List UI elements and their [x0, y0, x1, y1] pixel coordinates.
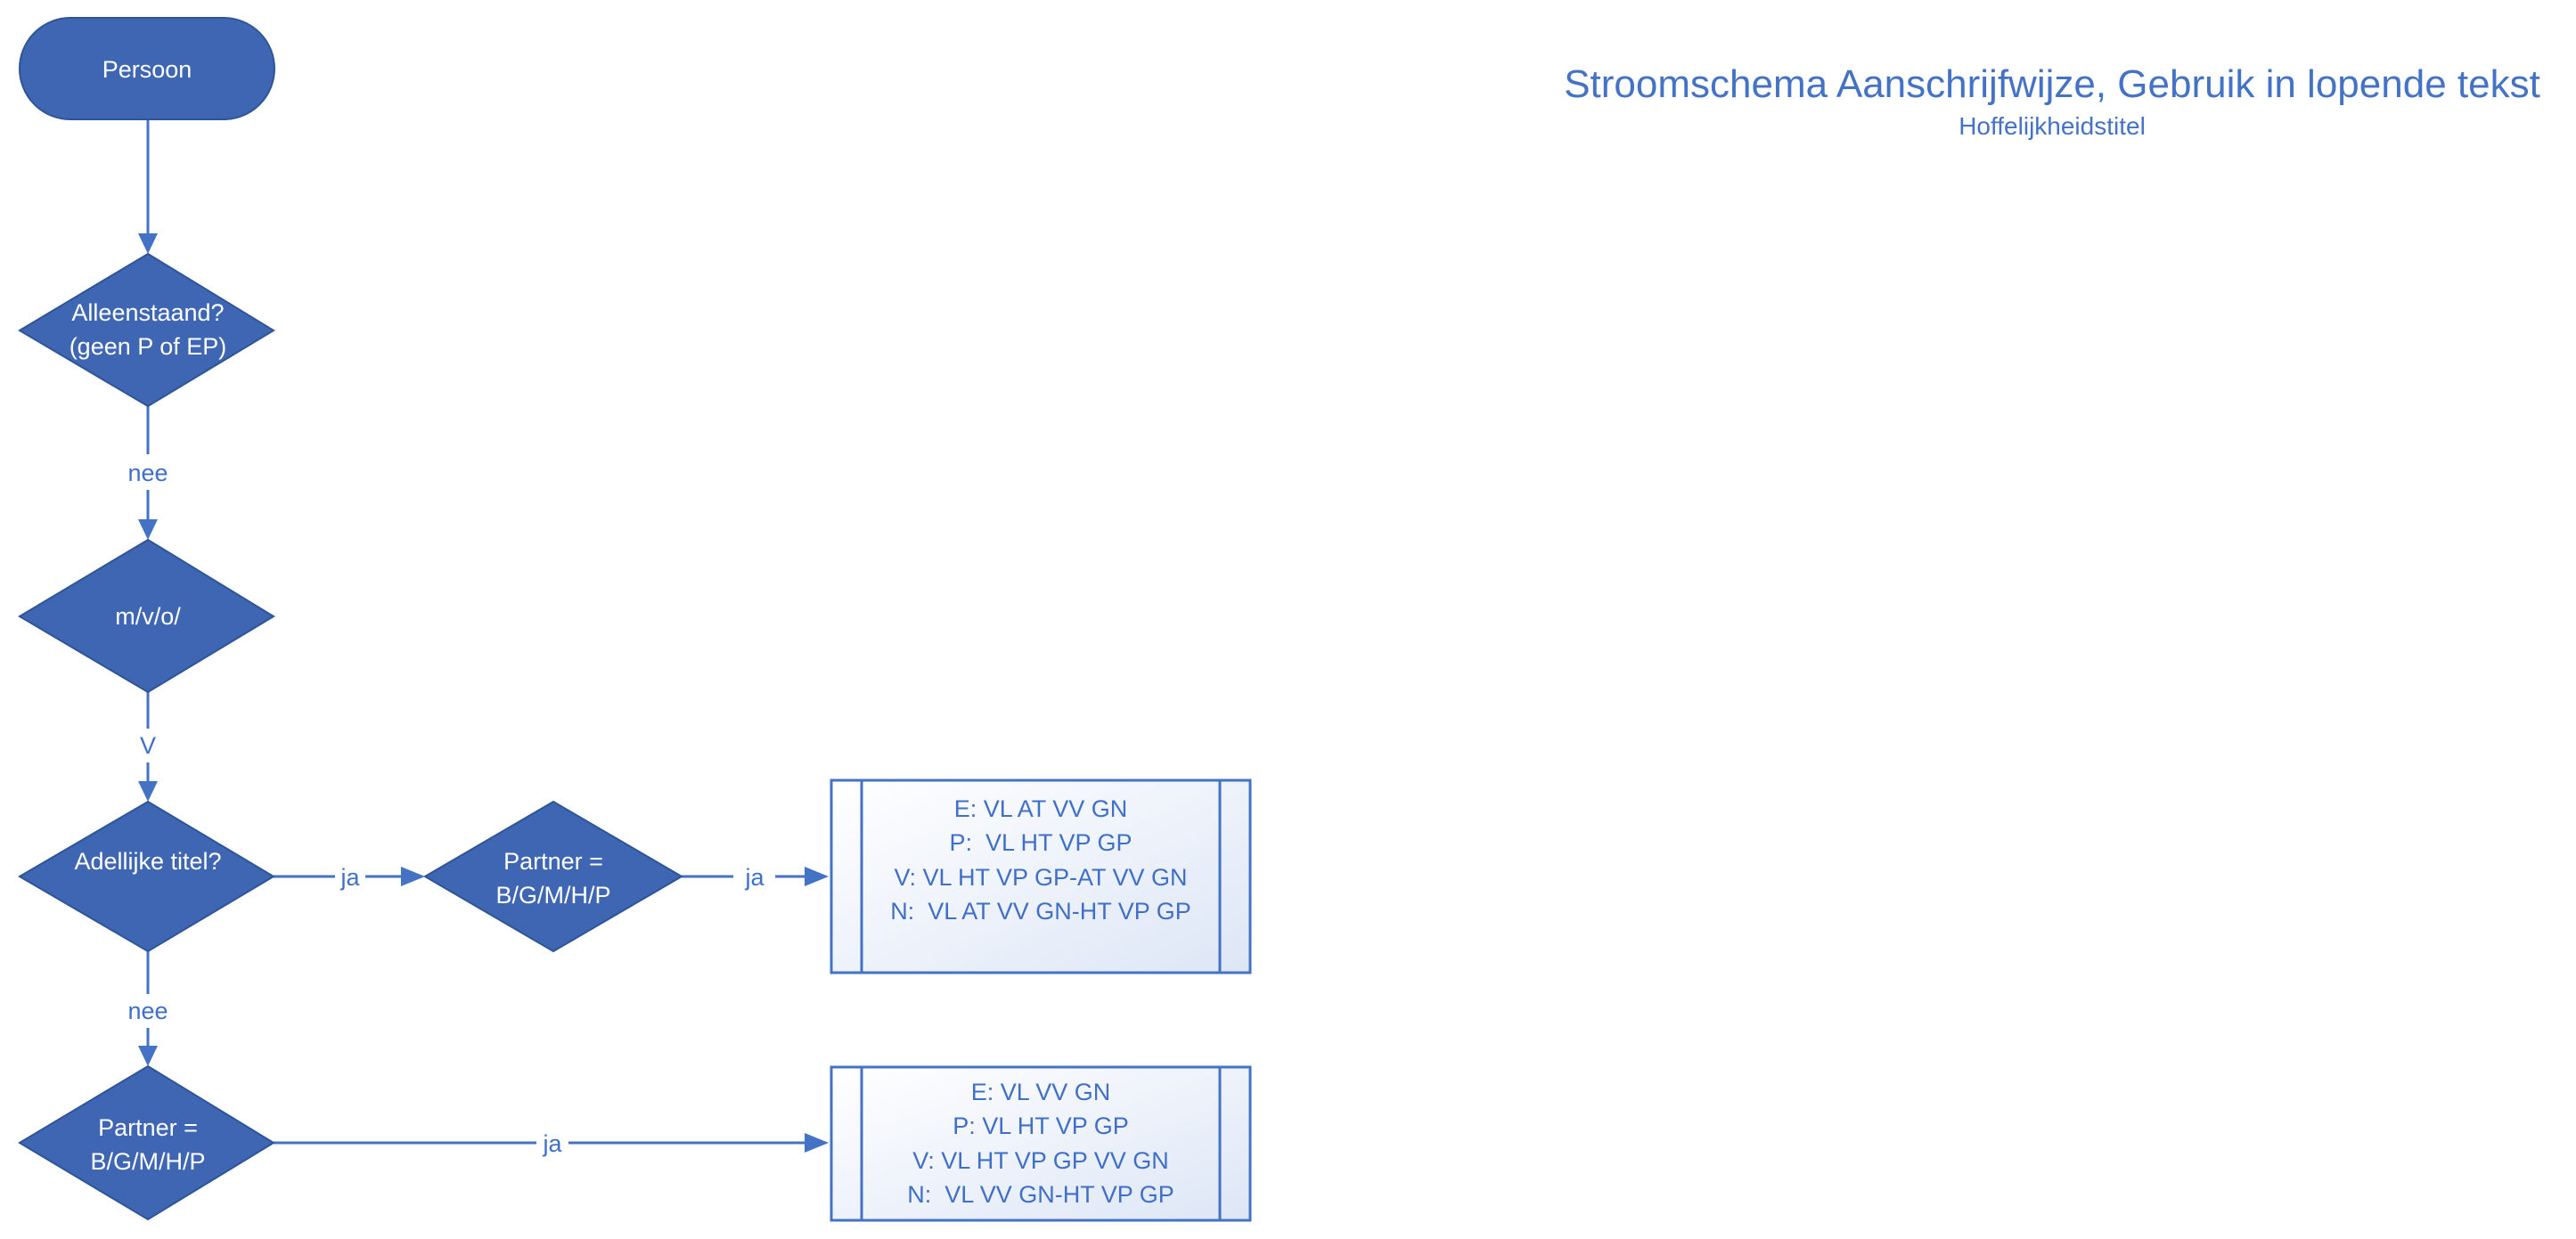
- arrowhead: [138, 519, 158, 540]
- arrowhead: [401, 867, 425, 886]
- edge-label-v: V: [140, 732, 156, 759]
- edge-label-nee: nee: [127, 460, 168, 486]
- decision-label-line1: Partner =: [98, 1114, 198, 1141]
- decision-alleenstaand: Alleenstaand? (geen P of EP): [18, 252, 275, 408]
- arrowhead: [805, 1133, 829, 1153]
- result-line: P: VL HT VP GP: [949, 829, 1132, 856]
- result-box-2: E: VL VV GN P: VL HT VP GP V: VL HT VP G…: [830, 1065, 1252, 1222]
- edge-label-nee: nee: [127, 998, 168, 1024]
- connectors: [146, 119, 805, 1145]
- decision-adellijk: Adellijke titel?: [18, 800, 275, 953]
- edge-label-ja: ja: [744, 864, 765, 891]
- decision-shape: [18, 538, 275, 694]
- edge-label-ja: ja: [339, 864, 360, 891]
- decision-label-line1: Alleenstaand?: [71, 299, 224, 326]
- decision-label-line2: B/G/M/H/P: [495, 882, 610, 909]
- decision-mvo: m/v/o/: [18, 538, 275, 694]
- diagram-title: Stroomschema Aanschrijfwijze, Gebruik in…: [1564, 62, 2540, 106]
- decision-label: Adellijke titel?: [74, 848, 221, 875]
- decision-label-line2: (geen P of EP): [70, 333, 227, 360]
- decision-partner-2: Partner = B/G/M/H/P: [18, 1064, 275, 1221]
- decision-label-line2: B/G/M/H/P: [90, 1148, 205, 1175]
- result-line: V: VL HT VP GP VV GN: [912, 1147, 1169, 1174]
- arrowheads: [138, 233, 829, 1153]
- decision-shape: [18, 800, 275, 953]
- decision-partner-1: Partner = B/G/M/H/P: [423, 800, 683, 953]
- result-line: E: VL VV GN: [971, 1079, 1111, 1105]
- arrowhead: [138, 233, 158, 254]
- result-line: V: VL HT VP GP-AT VV GN: [894, 864, 1187, 891]
- decision-label: m/v/o/: [115, 603, 181, 630]
- process-shape: [830, 1065, 1252, 1222]
- edge-labels: nee V ja ja nee ja: [127, 460, 765, 1157]
- decision-shape: [423, 800, 683, 953]
- decision-shape: [18, 1064, 275, 1221]
- process-shape: [830, 778, 1252, 974]
- decision-shape: [18, 252, 275, 408]
- terminator-shape: [19, 17, 275, 120]
- decision-label-line1: Partner =: [503, 848, 603, 875]
- result-line: N: VL VV GN-HT VP GP: [907, 1181, 1174, 1208]
- arrowhead: [805, 867, 829, 886]
- start-node: Persoon: [19, 17, 275, 120]
- start-label: Persoon: [102, 56, 192, 83]
- edge-label-ja: ja: [542, 1130, 562, 1157]
- result-line: E: VL AT VV GN: [954, 795, 1128, 822]
- diagram-subtitle: Hoffelijkheidstitel: [1959, 112, 2146, 140]
- arrowhead: [138, 781, 158, 802]
- result-line: P: VL HT VP GP: [953, 1113, 1129, 1139]
- result-box-1: E: VL AT VV GN P: VL HT VP GP V: VL HT V…: [830, 778, 1252, 974]
- result-line: N: VL AT VV GN-HT VP GP: [890, 898, 1191, 925]
- arrowhead: [138, 1046, 158, 1066]
